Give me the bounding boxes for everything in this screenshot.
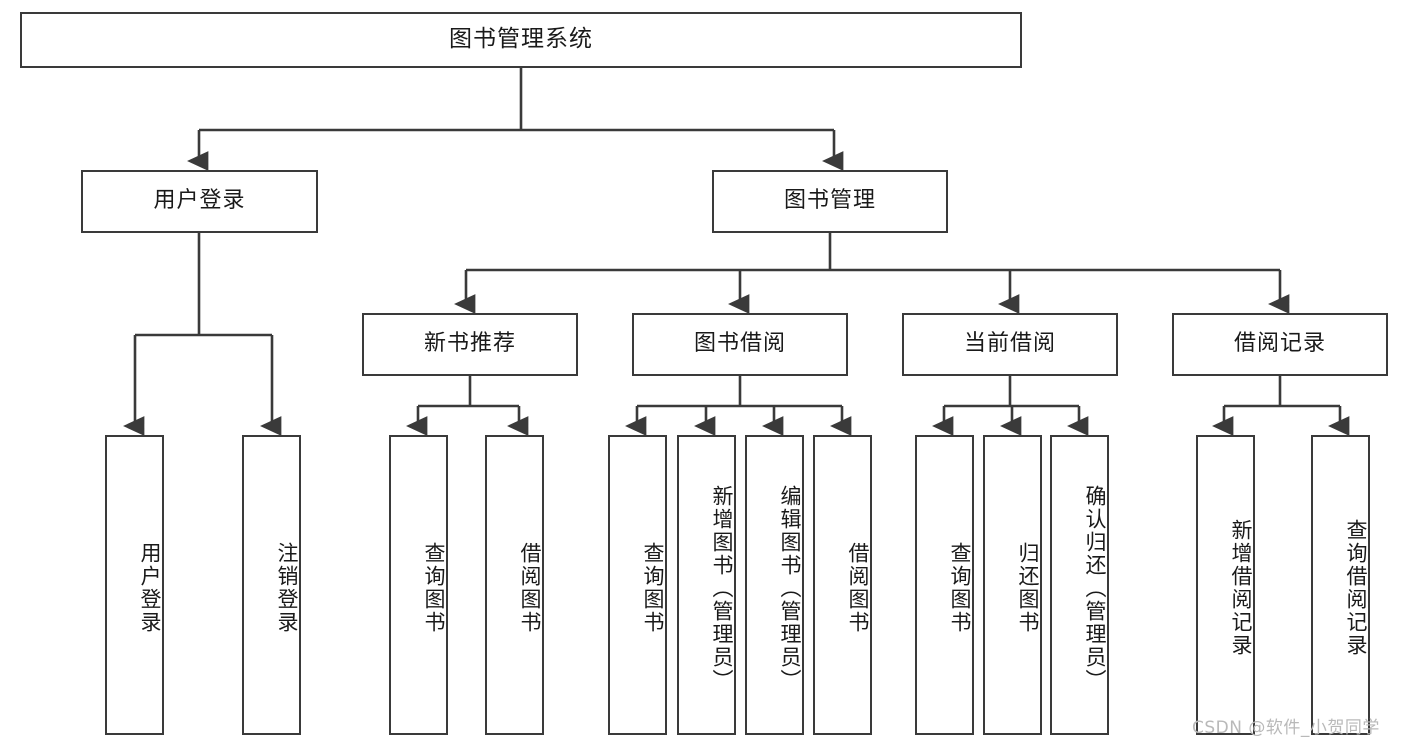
leaf-borrow-record-add-record[interactable]: 新增借阅记录 <box>1196 435 1255 735</box>
leaf-book-borrow-query-book[interactable]: 查询图书 <box>608 435 667 735</box>
node-label: 用户登录 <box>153 188 246 214</box>
node-label: 查询图书 <box>948 542 972 634</box>
node-book-borrow[interactable]: 图书借阅 <box>632 313 848 376</box>
leaf-new-book-query-book[interactable]: 查询图书 <box>389 435 448 735</box>
leaf-user-login-logout[interactable]: 注销登录 <box>242 435 301 735</box>
node-label: 图书借阅 <box>693 331 786 357</box>
node-label: 图书管理系统 <box>449 26 593 53</box>
node-label: 借阅记录 <box>1233 331 1326 357</box>
node-label: 查询图书 <box>422 542 446 634</box>
node-label: 归还图书 <box>1016 542 1040 634</box>
node-label: 当前借阅 <box>963 331 1056 357</box>
leaf-book-borrow-edit-book-admin[interactable]: 编辑图书（管理员） <box>745 435 804 735</box>
node-label: 借阅图书 <box>846 542 870 634</box>
leaf-user-login-login[interactable]: 用户登录 <box>105 435 164 735</box>
node-current-borrow[interactable]: 当前借阅 <box>902 313 1118 376</box>
leaf-book-borrow-add-book-admin[interactable]: 新增图书（管理员） <box>677 435 736 735</box>
leaf-new-book-borrow-book[interactable]: 借阅图书 <box>485 435 544 735</box>
leaf-current-borrow-query-book[interactable]: 查询图书 <box>915 435 974 735</box>
node-user-login[interactable]: 用户登录 <box>81 170 318 233</box>
node-new-book-recommend[interactable]: 新书推荐 <box>362 313 578 376</box>
csdn-watermark: CSDN @软件_小贺同学 <box>1192 718 1380 738</box>
node-label: 新增借阅记录 <box>1229 519 1253 657</box>
node-label: 编辑图书（管理员） <box>778 484 802 692</box>
node-label: 确认归还（管理员） <box>1083 484 1107 692</box>
node-label: 查询借阅记录 <box>1344 519 1368 657</box>
node-label: 借阅图书 <box>518 542 542 634</box>
node-borrow-record[interactable]: 借阅记录 <box>1172 313 1388 376</box>
node-root-book-management-system[interactable]: 图书管理系统 <box>20 12 1022 68</box>
node-label: 查询图书 <box>641 542 665 634</box>
leaf-borrow-record-query-record[interactable]: 查询借阅记录 <box>1311 435 1370 735</box>
leaf-current-borrow-return-book[interactable]: 归还图书 <box>983 435 1042 735</box>
node-label: 新书推荐 <box>423 331 516 357</box>
leaf-book-borrow-borrow-book[interactable]: 借阅图书 <box>813 435 872 735</box>
leaf-current-borrow-confirm-return-admin[interactable]: 确认归还（管理员） <box>1050 435 1109 735</box>
node-label: 图书管理 <box>783 188 876 214</box>
node-book-management[interactable]: 图书管理 <box>712 170 948 233</box>
node-label: 用户登录 <box>138 542 162 634</box>
node-label: 新增图书（管理员） <box>710 484 734 692</box>
node-label: 注销登录 <box>275 542 299 634</box>
